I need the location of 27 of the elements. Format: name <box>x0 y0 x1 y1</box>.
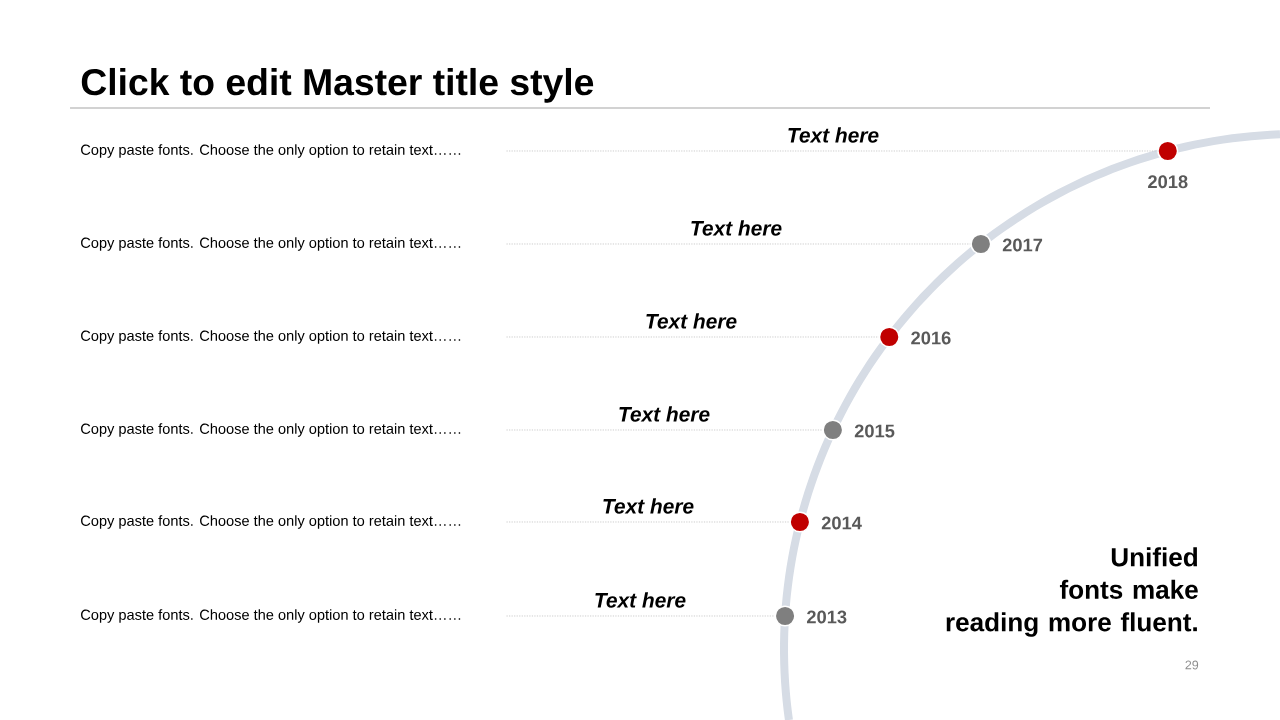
description-text: Copy paste fonts. Choose the only option to retain text…… <box>81 144 461 158</box>
timeline-dot <box>878 326 900 348</box>
edge-label: Text here <box>619 406 710 422</box>
timeline-dot <box>774 605 796 627</box>
edge-label: Text here <box>646 313 737 329</box>
slide-title: Click to edit Master title style <box>81 67 594 103</box>
callout-text: Unified fonts make reading more fluent. <box>946 547 1198 637</box>
description-text: Copy paste fonts. Choose the only option to retain text…… <box>81 515 461 529</box>
year-label: 2018 <box>1148 175 1188 189</box>
timeline-dot <box>822 419 844 441</box>
description-text: Copy paste fonts. Choose the only option to retain text…… <box>81 237 461 251</box>
edge-label: Text here <box>603 498 694 514</box>
description-text: Copy paste fonts. Choose the only option to retain text…… <box>81 330 461 344</box>
page-number: 29 <box>1185 660 1199 670</box>
edge-label: Text here <box>691 220 782 236</box>
description-text: Copy paste fonts. Choose the only option to retain text…… <box>81 423 461 437</box>
timeline-dot <box>970 233 992 255</box>
edge-label: Text here <box>595 592 686 608</box>
year-label: 2015 <box>854 424 895 438</box>
year-label: 2014 <box>821 516 862 530</box>
edge-label: Text here <box>788 127 879 143</box>
timeline-dot <box>789 511 811 533</box>
timeline-dot <box>1157 140 1179 162</box>
year-label: 2016 <box>911 331 951 345</box>
description-text: Copy paste fonts. Choose the only option to retain text…… <box>81 609 461 623</box>
year-label: 2013 <box>807 610 847 624</box>
year-label: 2017 <box>1002 238 1043 252</box>
